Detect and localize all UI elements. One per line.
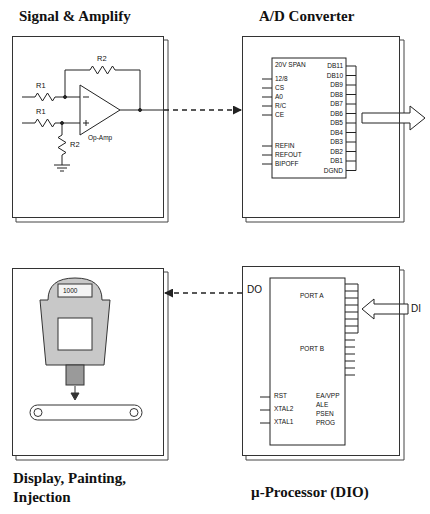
- resistor-label: R2: [70, 141, 80, 150]
- panel-title: Display, Painting, Injection: [13, 469, 153, 507]
- input-arrow: [362, 299, 408, 319]
- resistor-symbol: [35, 119, 55, 127]
- pin-label: ALE: [316, 401, 328, 408]
- pin-label: DB3: [313, 138, 343, 145]
- resistor-label: R1: [36, 108, 46, 117]
- panel-shadow-outline: [16, 40, 404, 460]
- dispenser-device: [30, 278, 142, 420]
- dashed-arrow: [164, 292, 242, 294]
- pin-label: DB5: [313, 119, 343, 126]
- op-amp-circuit: [22, 66, 164, 171]
- signal-label: DO: [247, 284, 262, 296]
- pin-label: CS: [275, 84, 284, 91]
- pin-label: DB1: [313, 157, 343, 164]
- pin-label: 20V SPAN: [275, 61, 306, 68]
- component-label: Op-Amp: [88, 134, 112, 141]
- ground-symbol: [54, 165, 70, 171]
- resistor-symbol: [90, 66, 115, 74]
- resistor-symbol: [58, 135, 66, 155]
- pin-label: EA/VPP: [316, 392, 339, 399]
- dashed-arrow: [164, 109, 242, 111]
- panel-title: Signal & Amplify: [19, 7, 179, 26]
- panel-title: A/D Converter: [259, 7, 409, 26]
- resistor-label: R1: [36, 82, 46, 91]
- panel-box: Display, Painting, Injection: [12, 268, 164, 456]
- panel-box: A/D Converter: [242, 36, 400, 218]
- panel-title: µ-Processor (DIO): [251, 483, 421, 502]
- pin-label: RST: [274, 392, 287, 399]
- pin-label: DB9: [313, 81, 343, 88]
- pin-label: XTAL1: [274, 418, 293, 425]
- pin-label: DB10: [313, 72, 343, 79]
- pin-label: DB11: [313, 62, 343, 69]
- processor-chip: [260, 278, 408, 445]
- display-reading: 1000: [63, 287, 77, 294]
- pin-label: DB2: [313, 148, 343, 155]
- signal-label: DI: [411, 303, 421, 315]
- pin-label: PSEN: [316, 410, 334, 417]
- pin-label: REFOUT: [275, 151, 302, 158]
- pin-label: XTAL2: [274, 405, 293, 412]
- pin-label: BIPOFF: [275, 160, 298, 167]
- resistor-symbol: [35, 93, 55, 101]
- pin-label: PORT A: [300, 292, 324, 299]
- output-arrow: [362, 106, 425, 130]
- pin-label: CE: [275, 111, 284, 118]
- pin-label: R/C: [275, 102, 286, 109]
- panel-box: Signal & Amplify: [12, 36, 164, 218]
- pin-label: PROG: [316, 419, 335, 426]
- pin-label: DB6: [313, 110, 343, 117]
- pin-label: PORT B: [300, 345, 324, 352]
- pin-label: DGND: [313, 167, 343, 174]
- pin-label: REFIN: [275, 142, 295, 149]
- adc-chip: [262, 58, 425, 178]
- pin-label: 12/8: [275, 75, 288, 82]
- pin-label: DB7: [313, 100, 343, 107]
- pin-label: DB8: [313, 91, 343, 98]
- pin-label: A0: [275, 93, 283, 100]
- pin-label: DB4: [313, 129, 343, 136]
- resistor-label: R2: [97, 55, 107, 64]
